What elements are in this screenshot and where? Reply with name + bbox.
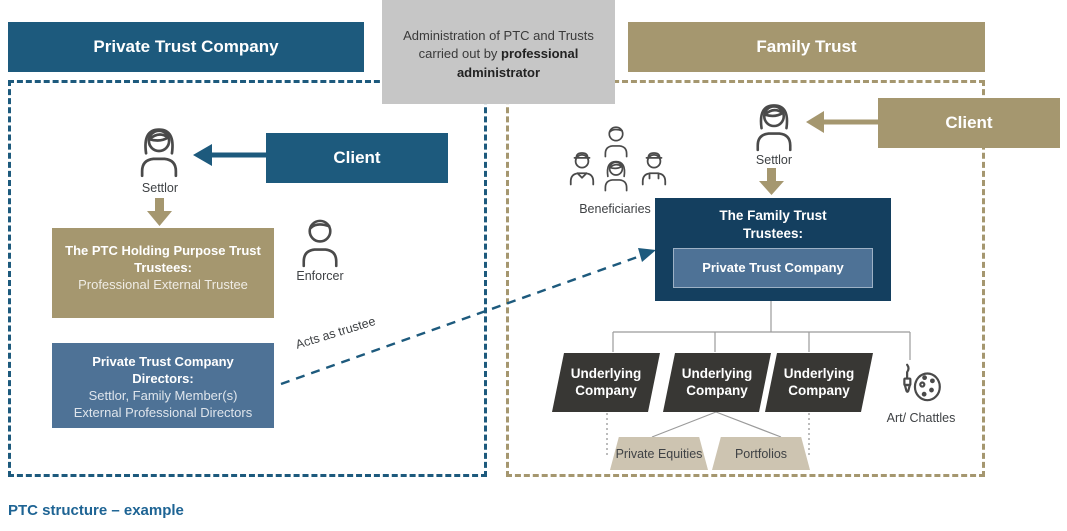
art-chattels-icon (897, 362, 943, 408)
holding-body: Professional External Trustee (78, 276, 248, 292)
ptc-header: Private Trust Company (8, 22, 364, 72)
administration-text-bold: professional administrator (456, 46, 579, 80)
directors-body-line2: External Professional Directors (73, 404, 253, 420)
underlying-company-2-label: Underlying Company (681, 365, 753, 398)
family-trust-header: Family Trust (628, 22, 985, 72)
beneficiary-icon-4 (638, 150, 670, 186)
directors-title-line1: Private Trust Company (92, 354, 234, 369)
trustees-title-line1: The Family Trust (719, 208, 827, 223)
ptc-directors-box: Private Trust Company Directors: Settlor… (52, 343, 274, 428)
beneficiaries-label: Beneficiaries (579, 202, 651, 216)
settlor-icon-left (136, 124, 182, 178)
family-trust-header-label: Family Trust (756, 37, 857, 56)
family-trust-trustees-box: The Family Trust Trustees: Private Trust… (655, 198, 891, 301)
holding-title-line1: The PTC Holding Purpose Trust (65, 243, 261, 258)
client-box-right: Client (878, 98, 1060, 148)
administration-text: Administration of PTC and Trusts carried… (403, 28, 594, 62)
settlor-icon-right (752, 100, 796, 152)
diagram-caption: PTC structure – example (8, 502, 184, 519)
settlor-label-right: Settlor (755, 153, 793, 167)
art-chattels-label: Art/ Chattles (886, 411, 956, 425)
portfolios-label: Portfolios (734, 446, 788, 461)
underlying-company-3-label: Underlying Company (783, 365, 855, 398)
enforcer-label: Enforcer (296, 269, 344, 283)
underlying-company-1: Underlying Company (552, 353, 660, 412)
beneficiary-icon-2 (566, 150, 598, 186)
client-label-left: Client (333, 147, 381, 167)
underlying-company-2: Underlying Company (663, 353, 771, 412)
holding-title-line2: Trustees: (134, 259, 192, 275)
trustees-inner-ptc-box: Private Trust Company (673, 248, 873, 288)
underlying-company-1-label: Underlying Company (570, 365, 642, 398)
beneficiary-icon-3 (601, 158, 631, 192)
client-label-right: Client (945, 112, 993, 132)
directors-body-line1: Settlor, Family Member(s) (88, 387, 238, 403)
ptc-holding-trust-box: The PTC Holding Purpose Trust Trustees: … (52, 228, 274, 318)
client-box-left: Client (266, 133, 448, 183)
ptc-header-label: Private Trust Company (93, 37, 279, 56)
enforcer-icon (298, 216, 342, 268)
trustees-inner-label: Private Trust Company (702, 259, 844, 275)
private-equities-label: Private Equities (615, 446, 703, 461)
beneficiary-icon-1 (601, 124, 631, 158)
private-equities-shape: Private Equities (610, 437, 708, 470)
portfolios-shape: Portfolios (712, 437, 810, 470)
underlying-company-3: Underlying Company (765, 353, 873, 412)
settlor-label-left: Settlor (141, 181, 179, 195)
administration-note: Administration of PTC and Trusts carried… (382, 0, 615, 104)
directors-title-line2: Directors: (132, 370, 194, 386)
trustees-title-line2: Trustees: (742, 225, 804, 241)
